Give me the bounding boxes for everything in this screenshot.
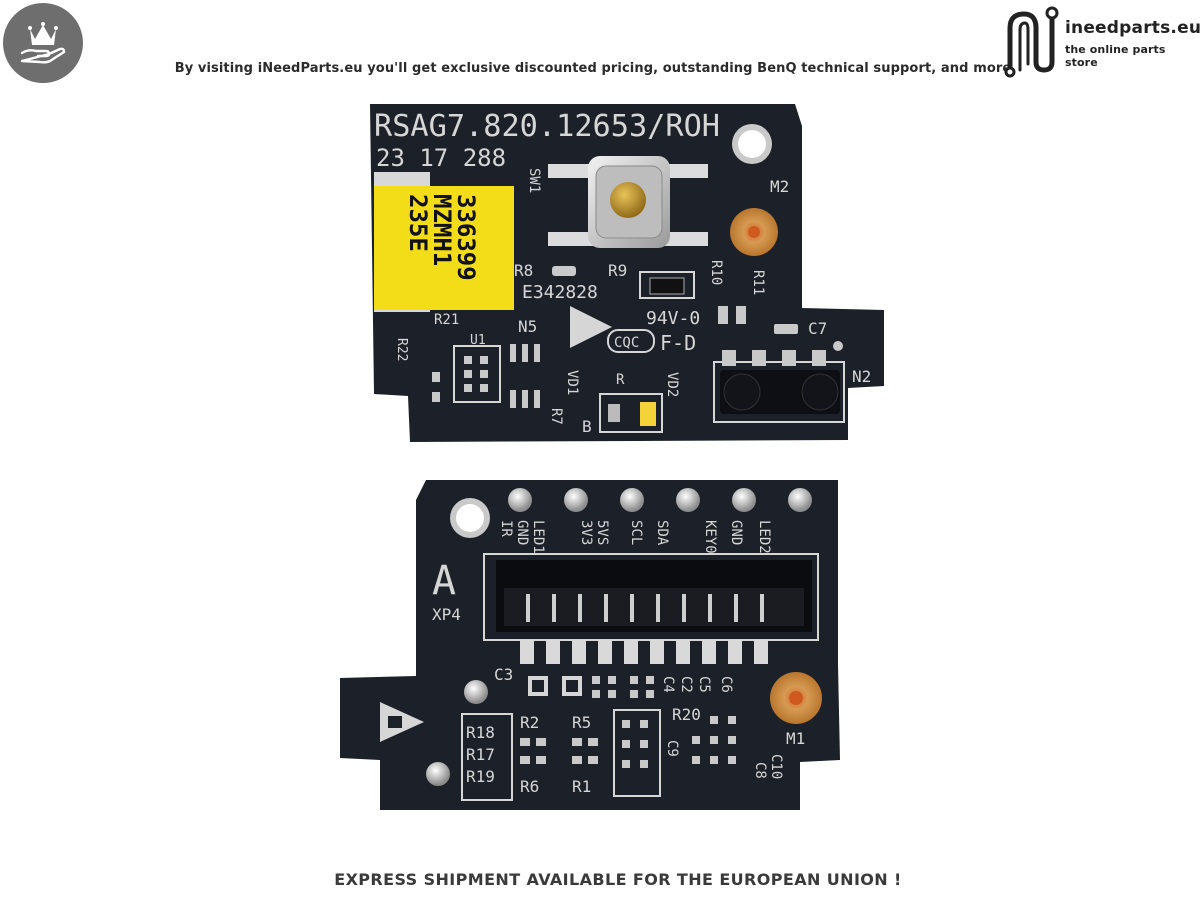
sticker-line: 336399 bbox=[452, 194, 480, 281]
brand-logo[interactable]: ineedparts.eu the online parts store bbox=[1000, 4, 1200, 78]
label-r7: R7 bbox=[548, 408, 564, 425]
label-r20: R20 bbox=[672, 705, 701, 724]
label-c2: C2 bbox=[678, 676, 694, 693]
label-m1: M1 bbox=[786, 729, 805, 748]
pin-label: SDA bbox=[654, 520, 670, 546]
label-u1: U1 bbox=[470, 333, 486, 348]
b-mark: B bbox=[582, 417, 592, 436]
label-c7: C7 bbox=[808, 319, 827, 338]
promo-tagline: By visiting iNeedParts.eu you'll get exc… bbox=[174, 61, 1012, 76]
brand-name: ineedparts.eu bbox=[1065, 18, 1200, 38]
pin-label: GND bbox=[514, 520, 530, 545]
label-c9: C9 bbox=[664, 740, 680, 757]
part-number: RSAG7.820.12653/ROH bbox=[374, 109, 720, 144]
ir-receiver-n2 bbox=[713, 350, 845, 423]
label-r5: R5 bbox=[572, 713, 591, 732]
label-r2: R2 bbox=[520, 713, 539, 732]
tactile-switch bbox=[548, 156, 708, 248]
pin-label: IR bbox=[498, 520, 514, 537]
shipping-banner: EXPRESS SHIPMENT AVAILABLE FOR THE EUROP… bbox=[334, 870, 902, 889]
pcb-bottom-board: IR GND LED1 3V3 5VS SCL SDA KEY0 GND LED… bbox=[340, 480, 840, 810]
pin-label: KEY0 bbox=[702, 520, 718, 554]
label-r19: R19 bbox=[466, 767, 495, 786]
pcb-top-board: RSAG7.820.12653/ROH 23 17 288 336399 MZM… bbox=[370, 104, 884, 442]
switch-button bbox=[610, 182, 646, 218]
pin-label: LED1 bbox=[530, 520, 546, 554]
label-r8: R8 bbox=[514, 261, 533, 280]
label-c6: C6 bbox=[718, 676, 734, 693]
cert-code: E342828 bbox=[522, 282, 598, 303]
date-code: 23 17 288 bbox=[376, 144, 506, 172]
label-r18: R18 bbox=[466, 723, 495, 742]
screw bbox=[464, 680, 488, 704]
connector-xp4 bbox=[483, 553, 819, 664]
label-vd2: VD2 bbox=[664, 372, 680, 397]
label-r22: R22 bbox=[394, 338, 409, 361]
sticker-line: MZMH1 bbox=[428, 194, 456, 266]
label-m2: M2 bbox=[770, 177, 789, 196]
yellow-label-sticker bbox=[374, 186, 514, 310]
letter-a-mark: A bbox=[432, 558, 456, 604]
cqc-mark: CQC bbox=[614, 335, 639, 351]
label-r6: R6 bbox=[520, 777, 539, 796]
label-c4: C4 bbox=[660, 676, 676, 693]
label-c8: C8 bbox=[752, 762, 768, 779]
label-n5: N5 bbox=[518, 317, 537, 336]
pin-label: GND bbox=[728, 520, 744, 545]
sticker-line: 235E bbox=[404, 194, 432, 252]
r-mark: R bbox=[616, 372, 625, 388]
led-vd2 bbox=[640, 402, 656, 426]
pin-label: LED2 bbox=[756, 520, 772, 554]
label-c5: C5 bbox=[696, 676, 712, 693]
pin-label: 5VS bbox=[594, 520, 610, 545]
label-c10: C10 bbox=[768, 754, 784, 779]
label-r9: R9 bbox=[608, 261, 627, 280]
label-xp4: XP4 bbox=[432, 605, 461, 624]
header-pins bbox=[508, 488, 812, 512]
fd-mark: F-D bbox=[660, 331, 696, 355]
pin-label: 3V3 bbox=[578, 520, 594, 545]
label-r1: R1 bbox=[572, 777, 591, 796]
pin-label: SCL bbox=[628, 520, 644, 545]
screw bbox=[426, 762, 450, 786]
crown-hand-badge bbox=[3, 3, 83, 83]
label-n2: N2 bbox=[852, 367, 871, 386]
brand-subtitle: the online parts store bbox=[1065, 43, 1166, 69]
label-r10: R10 bbox=[708, 260, 724, 285]
flammability-rating: 94V-0 bbox=[646, 308, 700, 329]
label-vd1: VD1 bbox=[564, 370, 580, 395]
label-c3: C3 bbox=[494, 665, 513, 684]
label-sw1: SW1 bbox=[526, 168, 542, 193]
circuit-n-icon bbox=[1004, 6, 1059, 78]
crown-hand-icon bbox=[20, 22, 66, 64]
label-r17: R17 bbox=[466, 745, 495, 764]
label-r11: R11 bbox=[750, 270, 766, 295]
label-r21: R21 bbox=[434, 312, 459, 328]
